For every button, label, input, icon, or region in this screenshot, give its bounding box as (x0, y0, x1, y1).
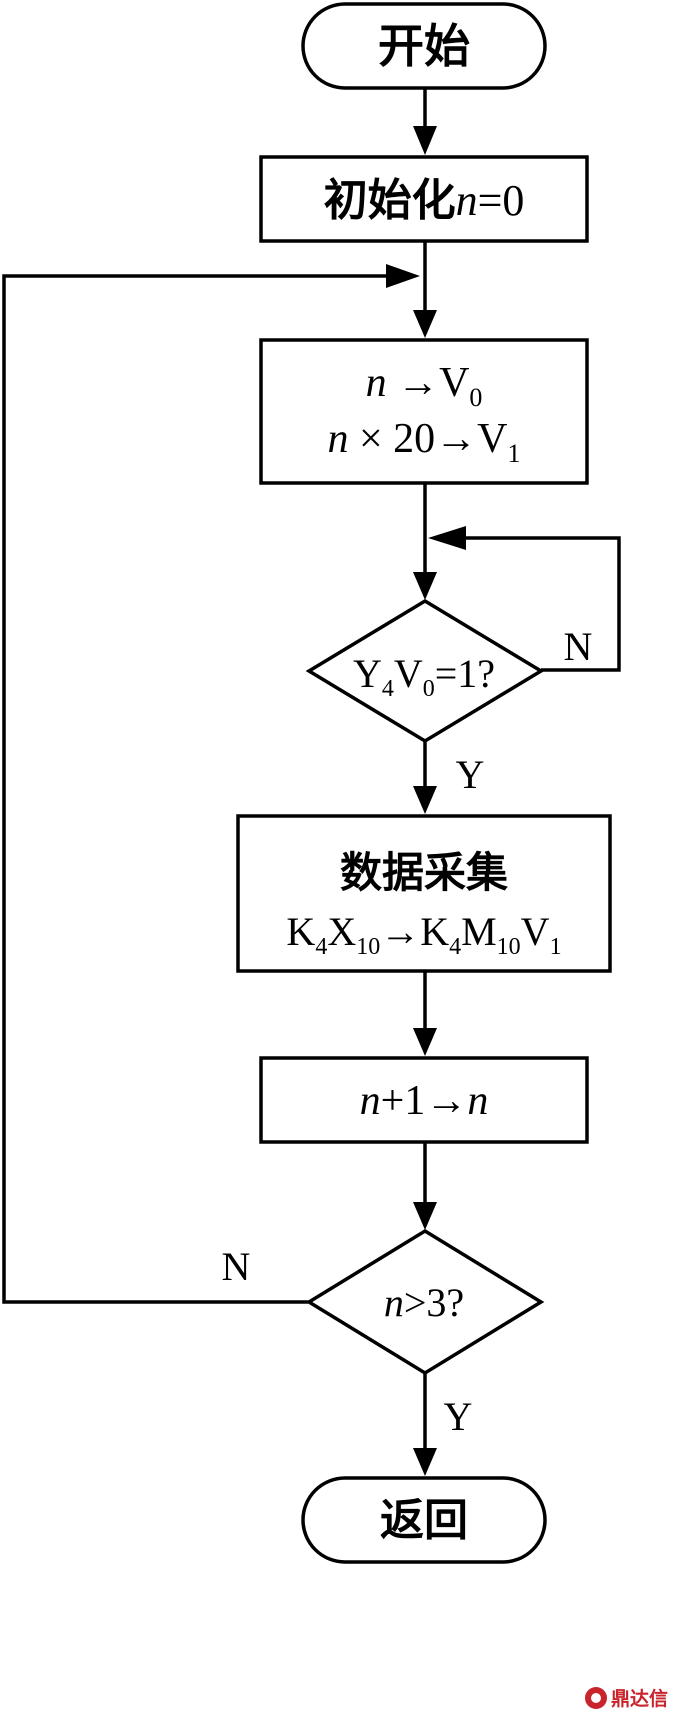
collect-box (236, 814, 612, 973)
increment-label: n+1→n (360, 1078, 489, 1124)
init-label: 初始化n=0 (324, 175, 525, 226)
check-n-label: n>3? (384, 1280, 464, 1325)
assign-line1: n →V0 (366, 360, 483, 412)
watermark-logo-icon (584, 1686, 607, 1709)
inner-loop-connector (428, 526, 621, 672)
assign-line2: n × 20→V1 (327, 416, 520, 468)
start-label: 开始 (378, 19, 470, 73)
edge-label-loop-no: N (564, 624, 593, 669)
collect-title: 数据采集 (340, 848, 508, 897)
arrow-init-to-assign (413, 241, 437, 338)
arrow-check-to-collect (413, 741, 437, 814)
watermark: 鼎达信 (584, 1684, 668, 1711)
watermark-text: 鼎达信 (610, 1688, 668, 1710)
init-box (259, 155, 589, 243)
arrow-assign-to-check (413, 483, 437, 600)
end-label: 返回 (380, 1495, 468, 1546)
arrow-check-n-to-end (413, 1373, 437, 1476)
outer-loop-connector (2, 264, 420, 1304)
arrow-collect-to-increment (413, 971, 437, 1056)
end-terminal (301, 1476, 547, 1564)
arrow-start-to-init (413, 88, 437, 155)
increment-box (259, 1056, 589, 1144)
assign-box (259, 338, 589, 485)
edge-label-outer-no: N (222, 1244, 251, 1289)
check-y4-label: Y4V0=1? (353, 651, 495, 702)
collect-formula: K4X10→K4M10V1 (286, 909, 561, 960)
edge-label-loop-yes: Y (456, 752, 485, 797)
edge-label-outer-yes: Y (444, 1394, 473, 1439)
arrow-increment-to-check-n (413, 1142, 437, 1230)
check-y4-decision (305, 598, 545, 744)
